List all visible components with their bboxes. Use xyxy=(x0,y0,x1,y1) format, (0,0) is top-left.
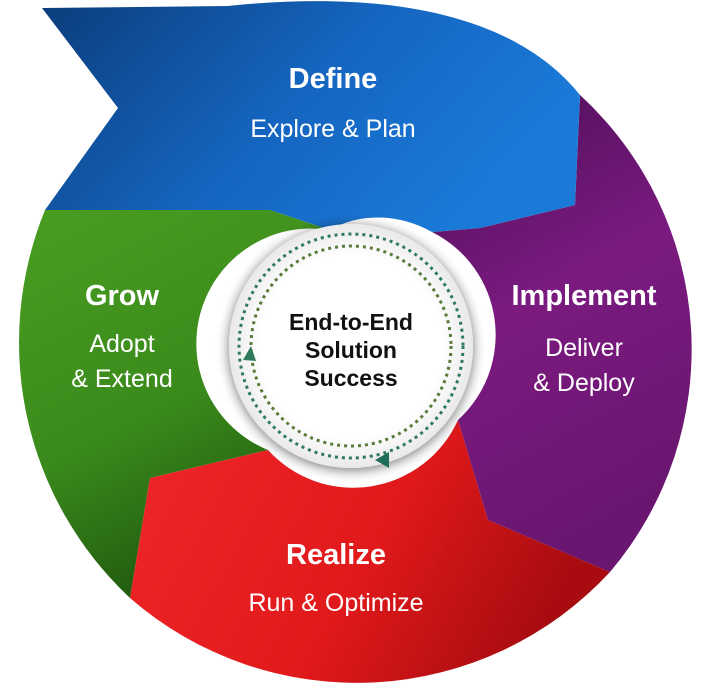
center-disc xyxy=(229,224,473,468)
segment-realize xyxy=(130,420,610,683)
ring-arrowhead-bottom xyxy=(375,452,389,468)
segment-implement xyxy=(432,95,692,572)
realize-title: Realize xyxy=(286,539,386,571)
implement-subtitle-line2: & Deploy xyxy=(533,369,635,397)
center-text-line2: Solution xyxy=(305,337,397,363)
outer-dotted-ring xyxy=(237,232,465,460)
center-text-line1: End-to-End xyxy=(289,309,413,335)
grow-subtitle-line1: Adopt xyxy=(89,330,154,358)
inner-dotted-ring xyxy=(249,244,453,448)
ring-arrowhead-left xyxy=(243,346,256,361)
center-text-line3: Success xyxy=(304,365,397,391)
grow-subtitle-line2: & Extend xyxy=(71,365,172,393)
implement-title: Implement xyxy=(511,280,656,312)
define-subtitle: Explore & Plan xyxy=(250,115,415,143)
realize-subtitle: Run & Optimize xyxy=(248,589,423,617)
segment-define xyxy=(42,1,580,232)
implement-subtitle-line1: Deliver xyxy=(545,334,623,362)
define-title: Define xyxy=(289,63,378,95)
segment-grow xyxy=(19,210,331,598)
grow-title: Grow xyxy=(85,280,160,312)
